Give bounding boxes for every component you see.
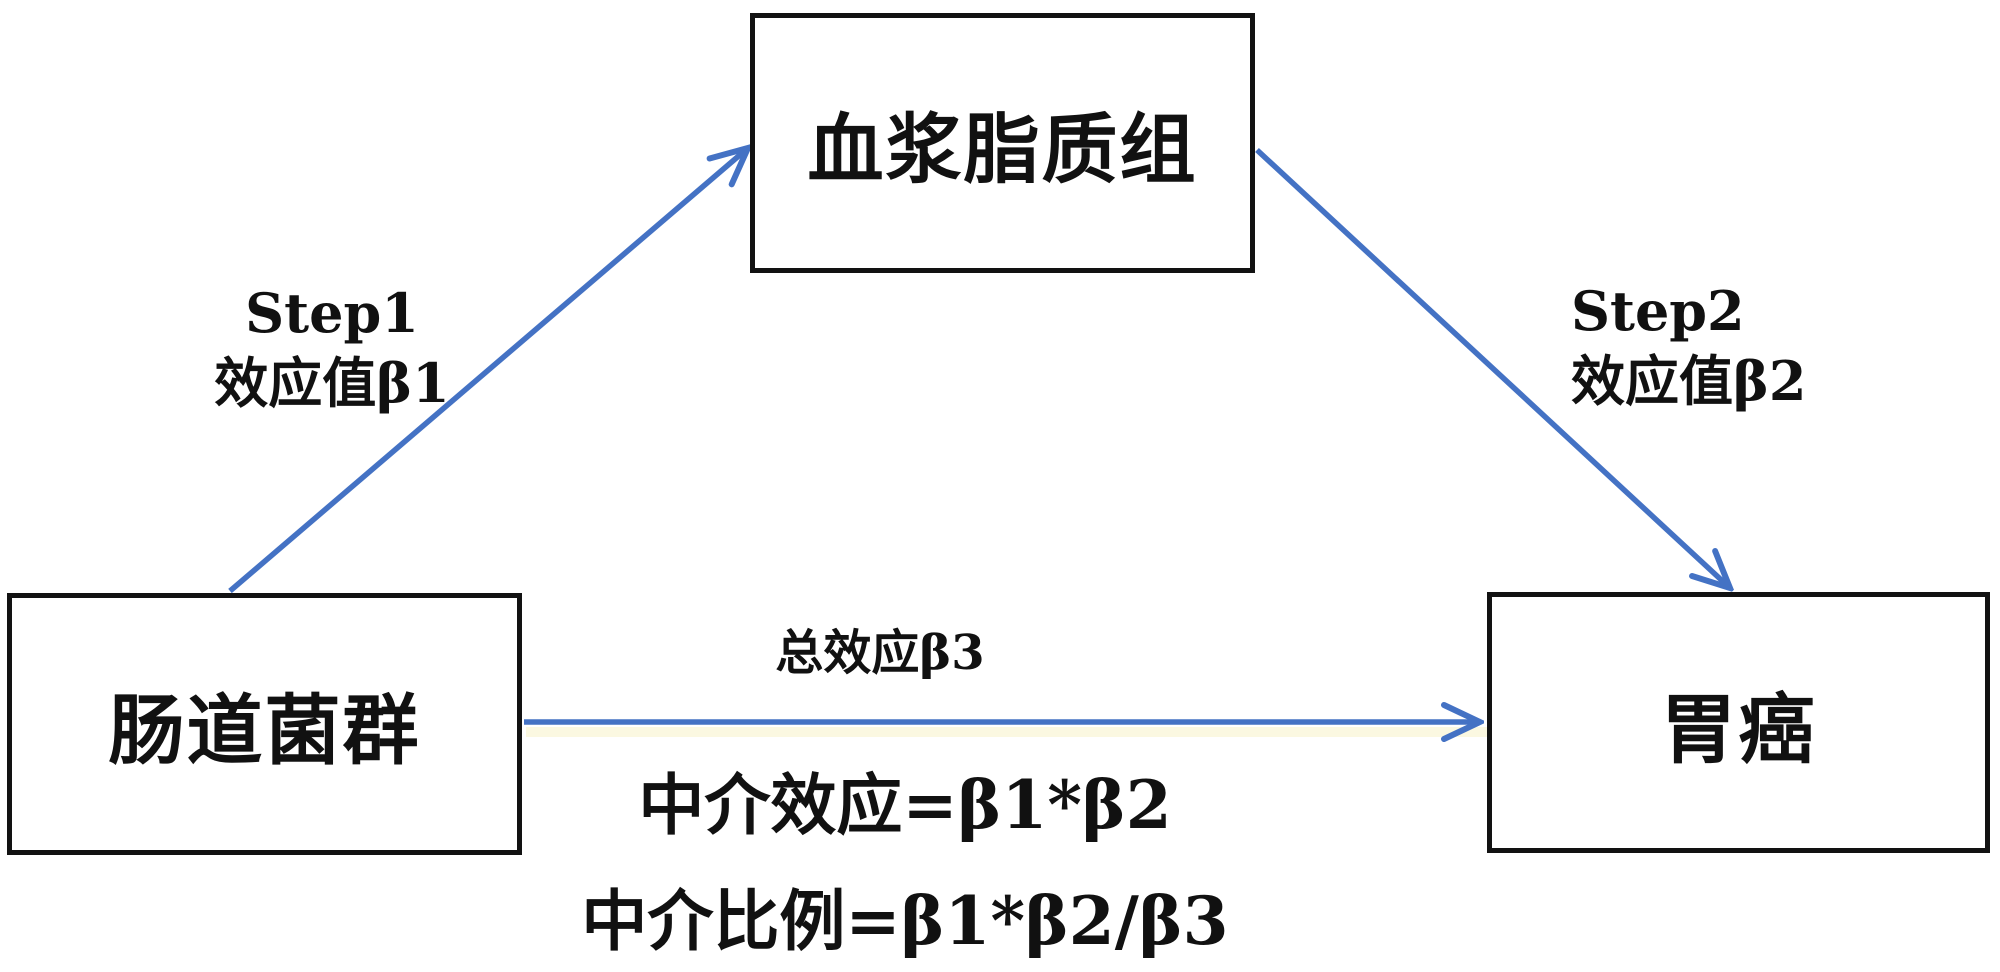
node-plasma-lipidome: 血浆脂质组 <box>750 13 1255 273</box>
mediation-ratio-formula: 中介比例=β1*β2/β3 <box>581 882 1229 960</box>
step2-arrow <box>1255 147 1730 588</box>
mediation-effect-formula: 中介效应=β1*β2 <box>638 766 1172 844</box>
step1-label: Step1 效应值β1 <box>142 278 522 418</box>
step2-name: Step2 <box>1571 279 1745 343</box>
step1-effect: 效应值β1 <box>214 351 450 416</box>
node-gastric-cancer-label: 胃癌 <box>1660 684 1817 774</box>
step1-arrow <box>228 148 748 594</box>
arrow-underline-artifact <box>526 727 1912 737</box>
step2-label: Step2 效应值β2 <box>1571 276 1806 416</box>
node-gut-microbiota-label: 肠道菌群 <box>108 686 421 775</box>
step1-name: Step1 <box>245 281 419 345</box>
total-effect-label: 总效应β3 <box>775 625 985 681</box>
node-plasma-lipidome-label: 血浆脂质组 <box>807 105 1198 194</box>
node-gastric-cancer: 胃癌 <box>1487 592 1990 853</box>
step2-effect: 效应值β2 <box>1571 349 1807 414</box>
node-gut-microbiota: 肠道菌群 <box>7 593 522 855</box>
